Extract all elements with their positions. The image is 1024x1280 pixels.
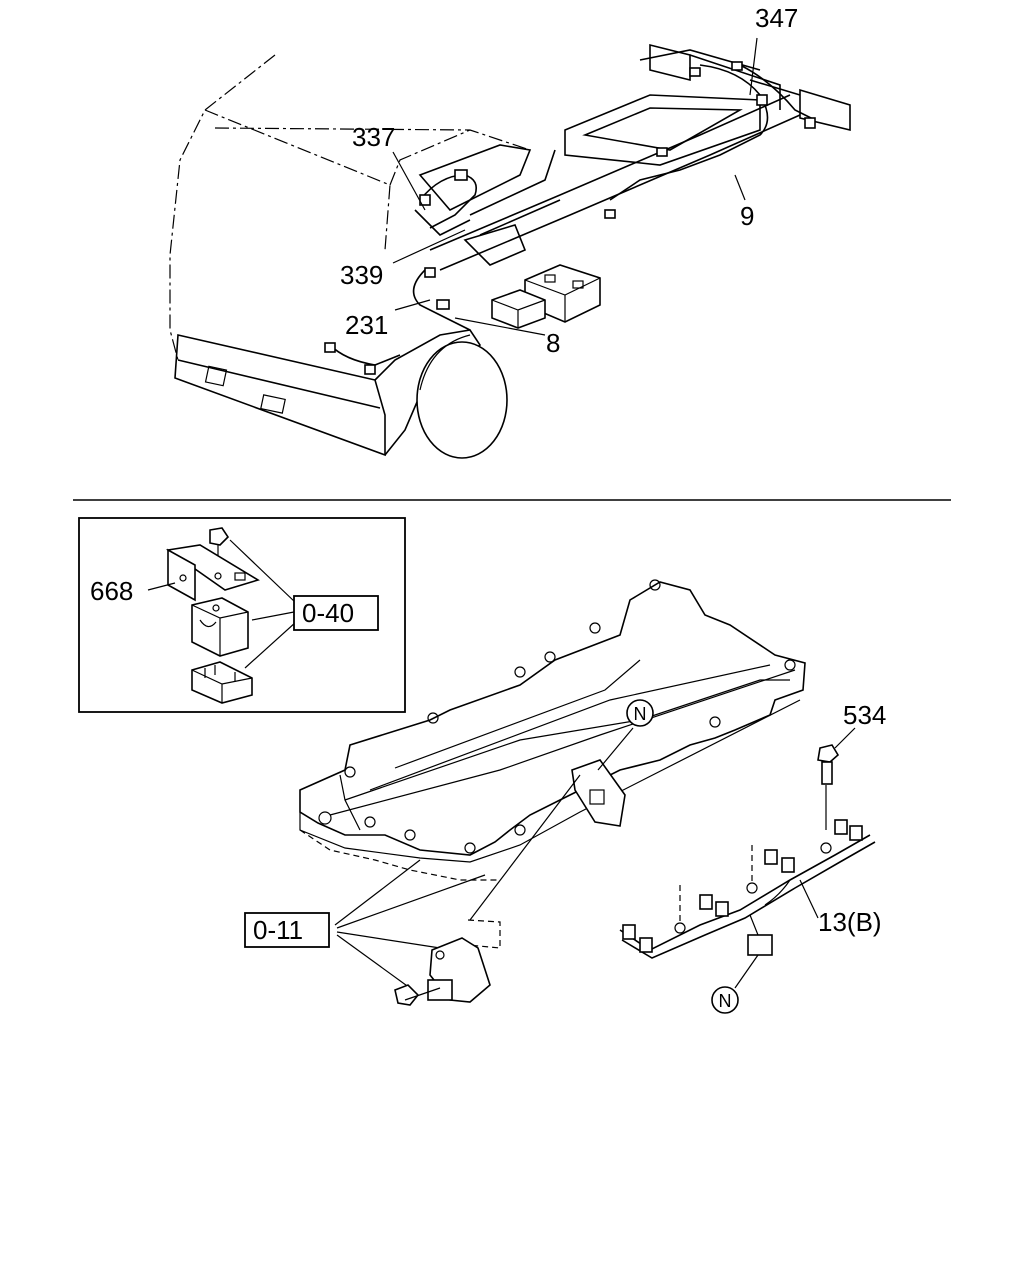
callout-339: 339 <box>340 260 383 290</box>
callout-534: 534 <box>843 700 886 730</box>
oil-pan-frame-illustration <box>299 579 806 989</box>
connector-marker-n-top-label: N <box>634 704 647 724</box>
wiring-harness-13b <box>619 819 876 989</box>
connector-marker-n-bottom <box>711 986 739 1014</box>
callout-231: 231 <box>345 310 388 340</box>
callout-13b: 13(B) <box>818 907 882 937</box>
callout-8: 8 <box>546 328 560 358</box>
ref-box-0-40-label: 0-40 <box>302 598 354 628</box>
inset-frame <box>78 517 406 713</box>
truck-chassis-illustration <box>169 37 851 459</box>
ref-box-0-40 <box>293 595 379 631</box>
callout-9: 9 <box>740 201 754 231</box>
bolt-534-illustration <box>817 727 856 830</box>
mount-bracket-illustration <box>147 527 297 704</box>
sensor-assembly <box>394 919 501 1006</box>
callout-668: 668 <box>90 576 133 606</box>
ref-box-0-11 <box>244 912 330 948</box>
callout-347: 347 <box>755 3 798 33</box>
callout-337: 337 <box>352 122 395 152</box>
ref-box-0-11-label: 0-11 <box>253 915 303 945</box>
connector-marker-n-bottom-label: N <box>719 991 732 1011</box>
connector-marker-n-top <box>626 699 654 727</box>
